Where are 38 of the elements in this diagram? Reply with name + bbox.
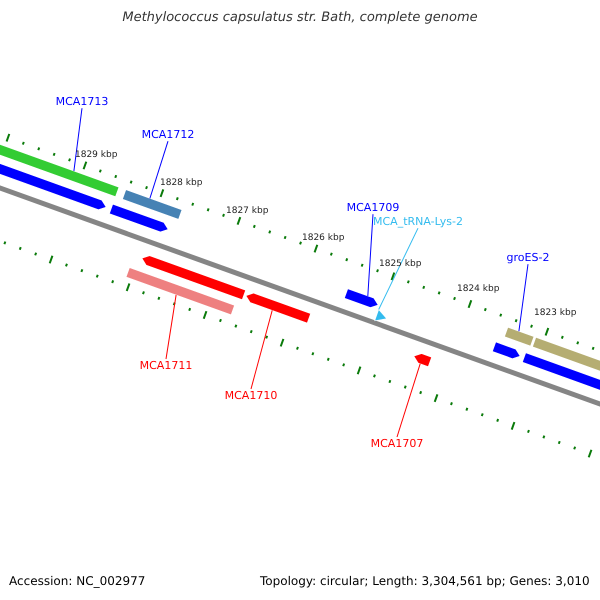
gene-label: MCA1710 [224,389,278,402]
gene-label: MCA1712 [142,128,194,142]
scale-label: 1824 kbp [457,284,500,295]
gene-label: MCA1707 [370,437,424,450]
gene-bar [122,189,182,220]
trna-triangle [374,308,388,322]
gene-label: MCA_tRNA-Lys-2 [373,215,463,228]
leader-line [149,140,168,199]
gene-bar [0,144,120,197]
leader-line [250,310,273,390]
title: Methylococcus capsulatus str. Bath, complete genome [121,10,479,26]
gene-feature [344,288,379,308]
accession-text: Accession: NC_002977 [9,574,146,588]
scale-label: 1823 kbp [534,308,576,319]
leader-line [396,363,421,438]
leader-line [73,108,82,172]
leader-line [378,228,418,310]
leader-line [367,214,374,296]
gene-feature [413,353,432,367]
gene-feature [141,255,246,300]
gene-label: groES-2 [506,251,550,264]
scale-label: 1829 kbp [75,150,118,161]
gene-bar [126,267,235,316]
gene-bar [504,326,534,346]
leader-line [166,294,177,360]
scale-label: 1828 kbp [160,178,202,189]
scale-label: 1826 kbp [302,233,344,244]
leader-line [518,264,528,332]
gene-feature [109,204,169,232]
gene-label: MCA1713 [56,95,108,108]
gene-feature [245,292,311,324]
scale-label: 1825 kbp [379,259,422,270]
gene-label: MCA1711 [140,359,192,372]
gene-feature [492,342,521,359]
genome-summary-text: Topology: circular; Length: 3,304,561 bp; Genes: 3,010 [260,574,590,588]
gene-feature [0,160,107,210]
scale-label: 1827 kbp [226,206,268,217]
gene-label: MCA1709 [346,201,400,214]
